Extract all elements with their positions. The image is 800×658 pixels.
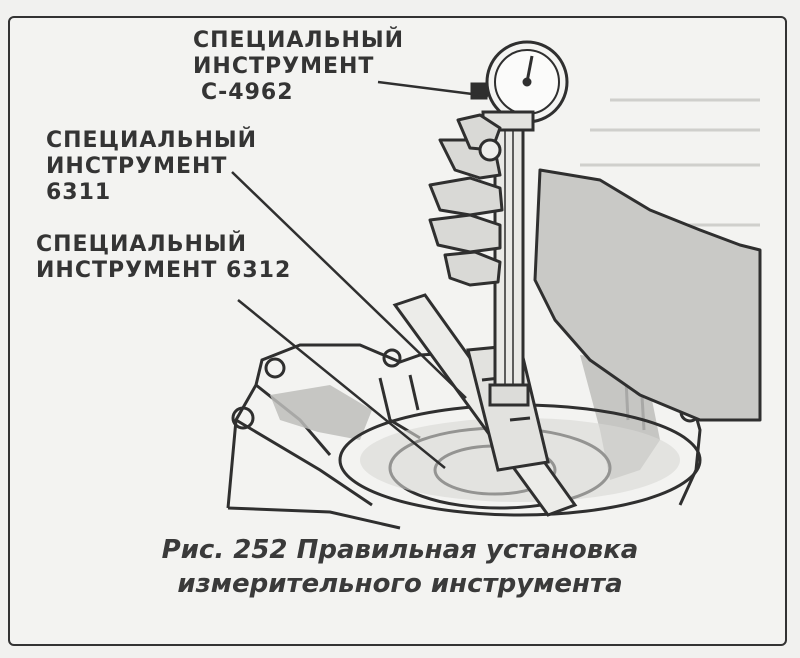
- figure-caption-line2: измерительного инструмента: [177, 569, 623, 599]
- label-c4962-line3: С-4962: [201, 80, 294, 105]
- label-tool-6311: СПЕЦИАЛЬНЫЙ ИНСТРУМЕНТ 6311: [46, 128, 257, 206]
- label-c4962-line1: СПЕЦИАЛЬНЫЙ: [193, 28, 405, 53]
- label-6312-line2: ИНСТРУМЕНТ 6312: [36, 258, 292, 283]
- hand: [428, 113, 762, 422]
- figure-caption-line1: Рис. 252 Правильная установка: [161, 535, 639, 565]
- label-c4962-line2: ИНСТРУМЕНТ: [193, 54, 375, 79]
- leader-lines: [231, 80, 489, 469]
- label-6311-line1: СПЕЦИАЛЬНЫЙ: [46, 128, 258, 153]
- dial-caliper: [470, 40, 569, 407]
- label-6312-line1: СПЕЦИАЛЬНЫЙ: [36, 232, 248, 257]
- label-tool-c4962: СПЕЦИАЛЬНЫЙ ИНСТРУМЕНТ С-4962: [193, 28, 404, 106]
- label-6311-line3: 6311: [46, 180, 112, 205]
- label-6311-line2: ИНСТРУМЕНТ: [46, 154, 228, 179]
- label-tool-6312: СПЕЦИАЛЬНЫЙ ИНСТРУМЕНТ 6312: [36, 232, 291, 284]
